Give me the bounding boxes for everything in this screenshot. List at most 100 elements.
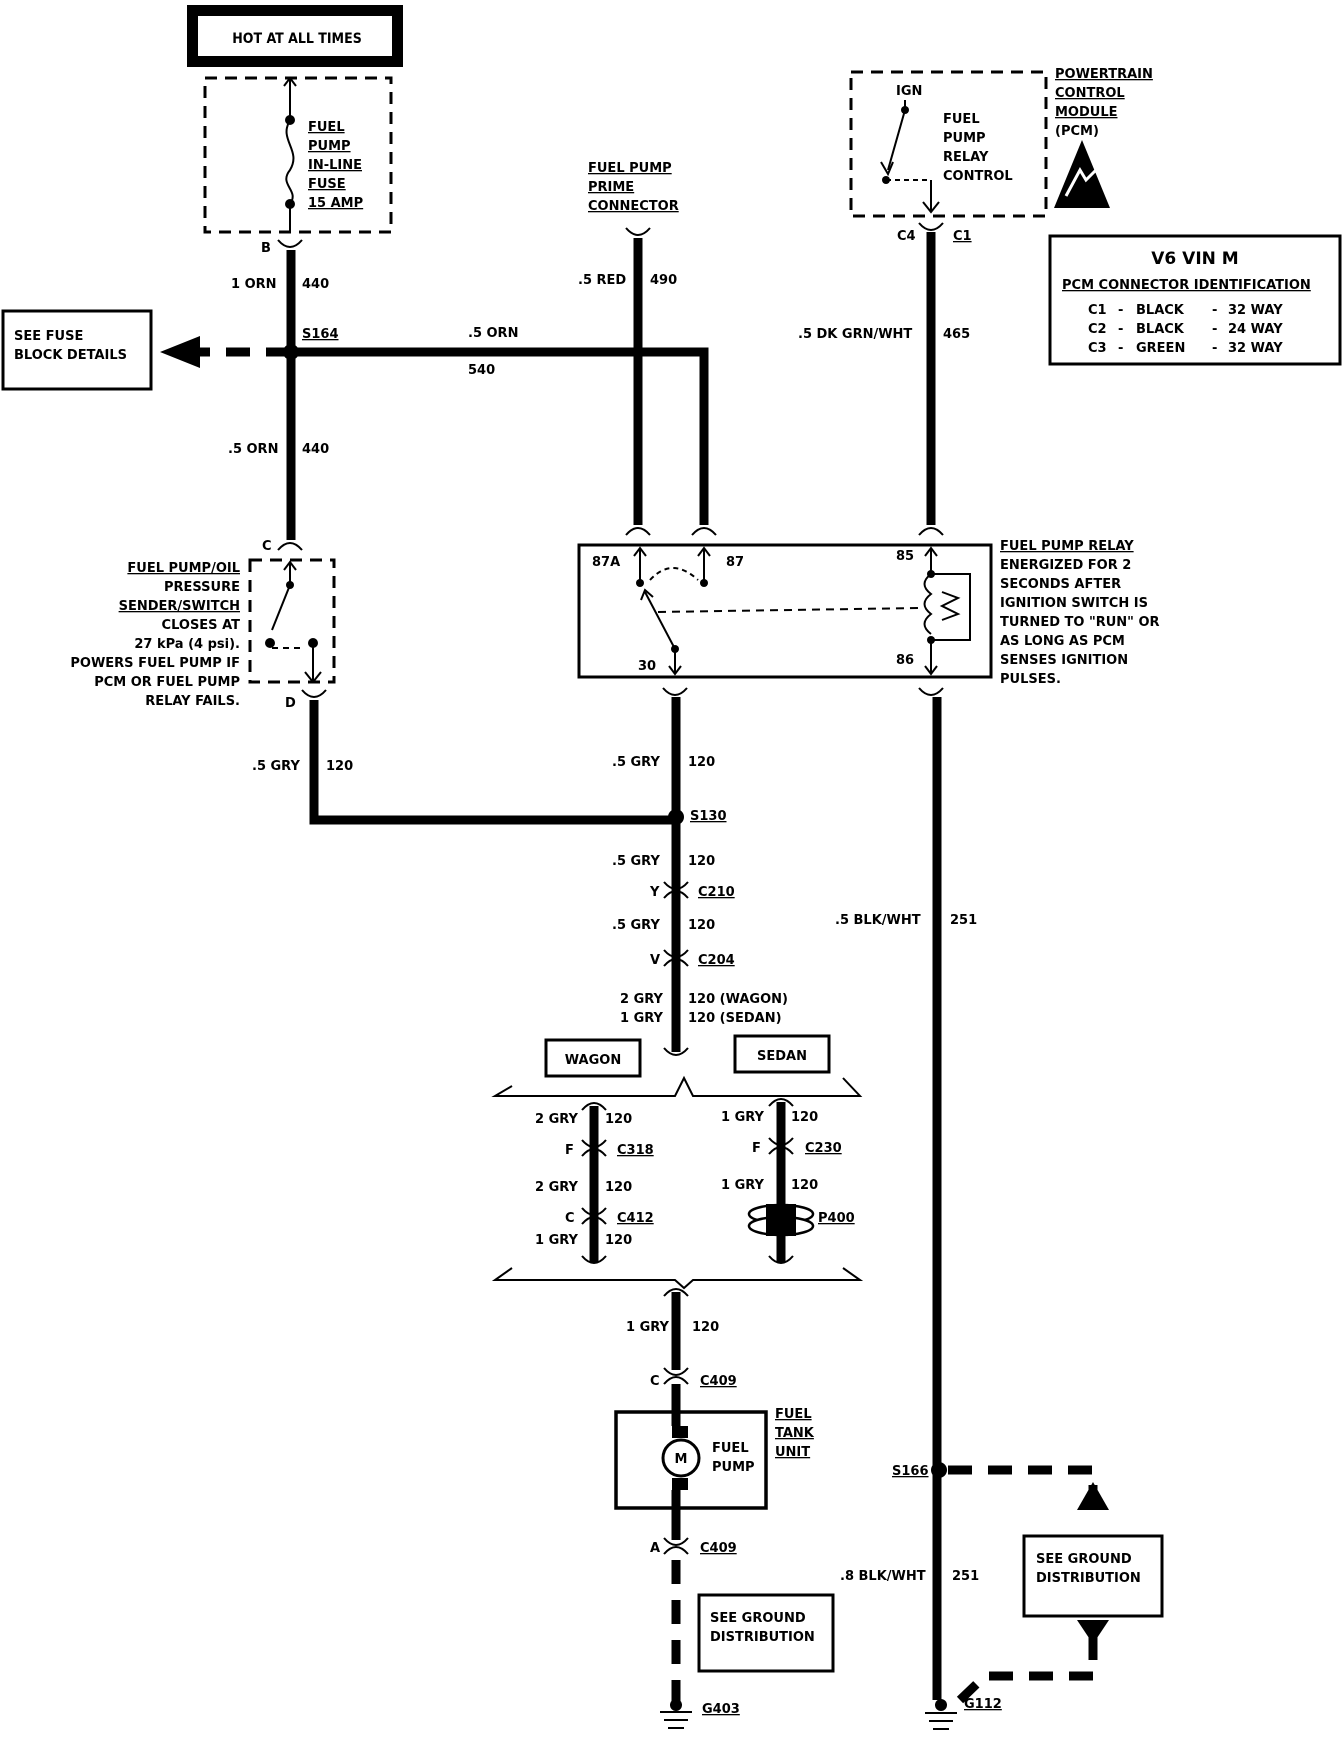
diagram-label: FUEL bbox=[308, 120, 345, 135]
diagram-label: PCM OR FUEL PUMP bbox=[94, 675, 240, 690]
relay-description: FUEL PUMP RELAY ENERGIZED FOR 2 SECONDS … bbox=[1000, 539, 1160, 687]
diagram-label: 86 bbox=[896, 653, 914, 668]
diagram-label: 440 bbox=[302, 442, 329, 457]
see-ground-distribution-right: SEE GROUND DISTRIBUTION bbox=[1022, 1534, 1164, 1618]
diagram-label: POWERTRAIN bbox=[1055, 67, 1153, 82]
diagram-label: IGN bbox=[896, 84, 922, 99]
diagram-label: C210 bbox=[698, 885, 735, 900]
diagram-label: 120 bbox=[688, 755, 715, 770]
diagram-label: C1 bbox=[953, 229, 972, 244]
diagram-label: 1 GRY bbox=[620, 1011, 664, 1026]
diagram-label: 1 GRY bbox=[535, 1233, 579, 1248]
diagram-label: C230 bbox=[805, 1141, 842, 1156]
see-ground-distribution-left: SEE GROUND DISTRIBUTION bbox=[697, 1593, 835, 1673]
diagram-label: - bbox=[1212, 322, 1217, 337]
diagram-label: BLOCK DETAILS bbox=[14, 348, 127, 363]
diagram-label: 24 WAY bbox=[1228, 322, 1283, 337]
diagram-label: HOT AT ALL TIMES bbox=[232, 31, 362, 47]
diagram-label: F bbox=[565, 1143, 574, 1158]
diagram-label: FUEL bbox=[943, 112, 980, 127]
diagram-label: 87 bbox=[726, 555, 744, 570]
diagram-label: C2 bbox=[1088, 322, 1107, 337]
diagram-label: TURNED TO "RUN" OR bbox=[1000, 615, 1160, 630]
diagram-label: PUMP bbox=[943, 131, 986, 146]
diagram-label: POWERS FUEL PUMP IF bbox=[70, 656, 240, 671]
diagram-label: PCM CONNECTOR IDENTIFICATION bbox=[1062, 278, 1311, 293]
diagram-label: FUSE bbox=[308, 177, 346, 192]
diagram-label: - bbox=[1118, 303, 1123, 318]
diagram-label: .5 GRY bbox=[252, 759, 300, 774]
ground-g112-icon bbox=[925, 1699, 957, 1730]
hot-at-all-times-box: HOT AT ALL TIMES bbox=[187, 5, 403, 67]
diagram-label: M bbox=[675, 1452, 688, 1467]
diagram-label: 120 bbox=[605, 1233, 632, 1248]
diagram-label: 1 GRY bbox=[626, 1320, 670, 1335]
diagram-label: 120 bbox=[605, 1180, 632, 1195]
diagram-label: .5 DK GRN/WHT bbox=[798, 327, 912, 342]
diagram-label: .5 GRY bbox=[612, 854, 660, 869]
diagram-label: FUEL PUMP RELAY bbox=[1000, 539, 1134, 554]
diagram-label: RELAY bbox=[943, 150, 989, 165]
diagram-label: CONNECTOR bbox=[588, 199, 679, 214]
diagram-label: CLOSES AT bbox=[162, 618, 241, 633]
diagram-label: SENSES IGNITION bbox=[1000, 653, 1128, 668]
diagram-label: SEE GROUND bbox=[1036, 1552, 1132, 1567]
diagram-label: FUEL bbox=[712, 1441, 749, 1456]
diagram-label: 15 AMP bbox=[308, 196, 363, 211]
diagram-label: .5 BLK/WHT bbox=[835, 913, 921, 928]
diagram-label: 120 bbox=[791, 1110, 818, 1125]
diagram-label: C409 bbox=[700, 1374, 737, 1389]
diagram-label: 27 kPa (4 psi). bbox=[134, 637, 240, 652]
diagram-label: 440 bbox=[302, 277, 329, 292]
diagram-label: B bbox=[261, 241, 271, 256]
diagram-label: F bbox=[752, 1141, 761, 1156]
diagram-label: C bbox=[650, 1374, 660, 1389]
diagram-label: S164 bbox=[302, 327, 339, 342]
powertrain-control-module: IGN FUEL PUMP RELAY CONTROL POWERTRAIN C… bbox=[849, 67, 1153, 218]
diagram-label: 1 GRY bbox=[721, 1178, 765, 1193]
diagram-label: 120 bbox=[605, 1112, 632, 1127]
diagram-label: .5 RED bbox=[578, 273, 626, 288]
diagram-label: FUEL PUMP bbox=[588, 161, 672, 176]
diagram-label: A bbox=[650, 1541, 660, 1556]
fuel-pump-relay: 87A 87 85 30 86 bbox=[577, 543, 993, 679]
diagram-label: AS LONG AS PCM bbox=[1000, 634, 1125, 649]
wire-540 bbox=[291, 347, 709, 525]
diagram-label: SECONDS AFTER bbox=[1000, 577, 1121, 592]
diagram-label: 120 bbox=[688, 854, 715, 869]
diagram-label: 2 GRY bbox=[535, 1180, 579, 1195]
diagram-label: - bbox=[1212, 303, 1217, 318]
diagram-label: Y bbox=[649, 885, 660, 900]
diagram-label: BLACK bbox=[1136, 322, 1185, 337]
diagram-label: C318 bbox=[617, 1143, 654, 1158]
pcm-connector-identification: V6 VIN M PCM CONNECTOR IDENTIFICATION C1… bbox=[1048, 234, 1342, 366]
diagram-label: C4 bbox=[897, 229, 916, 244]
diagram-label: IGNITION SWITCH IS bbox=[1000, 596, 1148, 611]
diagram-label: FUEL PUMP/OIL bbox=[127, 561, 240, 576]
diagram-label: 120 bbox=[326, 759, 353, 774]
diagram-label: G403 bbox=[702, 1702, 740, 1717]
diagram-label: GREEN bbox=[1136, 341, 1185, 356]
diagram-label: 465 bbox=[943, 327, 970, 342]
diagram-label: DISTRIBUTION bbox=[1036, 1571, 1141, 1586]
diagram-label: - bbox=[1118, 341, 1123, 356]
diagram-label: S130 bbox=[690, 809, 727, 824]
diagram-label: .5 GRY bbox=[612, 918, 660, 933]
diagram-label: C204 bbox=[698, 953, 735, 968]
diagram-label: 2 GRY bbox=[535, 1112, 579, 1127]
wire-120-switch bbox=[309, 700, 676, 825]
diagram-label: 1 GRY bbox=[721, 1110, 765, 1125]
diagram-label: S166 bbox=[892, 1464, 929, 1479]
diagram-label: SENDER/SWITCH bbox=[119, 599, 240, 614]
diagram-label: V bbox=[650, 953, 660, 968]
diagram-label: - bbox=[1212, 341, 1217, 356]
diagram-label: SEDAN bbox=[757, 1049, 807, 1064]
esd-warning-icon bbox=[1054, 140, 1110, 208]
diagram-label: (PCM) bbox=[1055, 124, 1099, 139]
diagram-label: .5 GRY bbox=[612, 755, 660, 770]
diagram-label: 30 bbox=[638, 659, 656, 674]
diagram-label: PULSES. bbox=[1000, 672, 1061, 687]
wagon-sedan-variants: WAGON SEDAN 2 GRY 120 F C318 2 GRY 120 C… bbox=[491, 1034, 864, 1290]
ground-g403-icon bbox=[660, 1699, 692, 1729]
